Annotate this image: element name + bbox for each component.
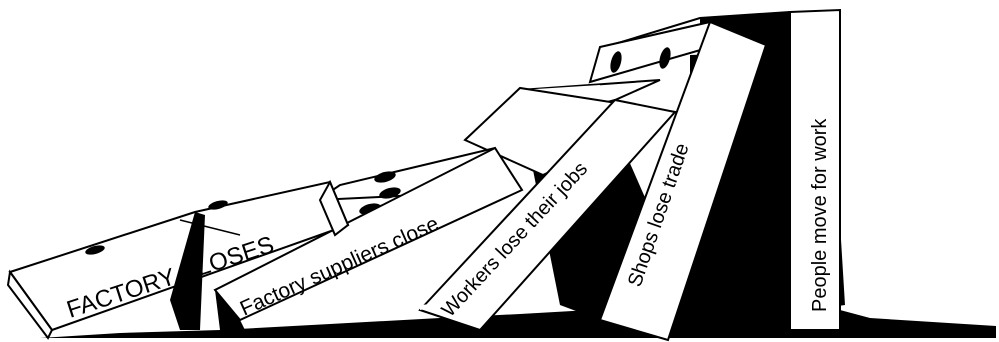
domino-people-move-label: People move for work bbox=[809, 118, 831, 312]
